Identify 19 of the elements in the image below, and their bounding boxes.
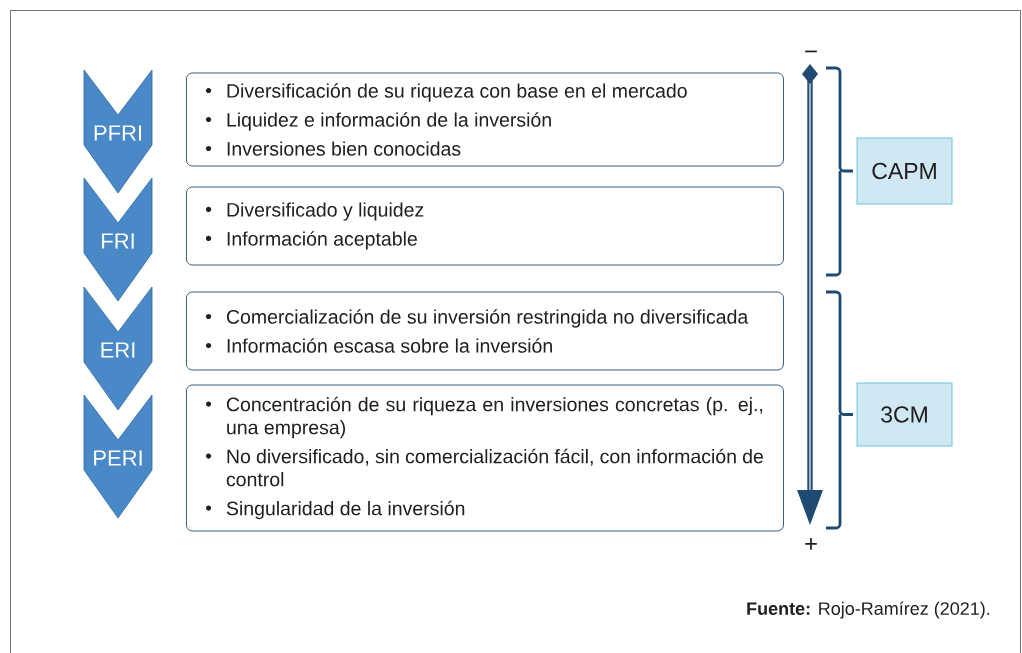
bullet-point: Singularidad de la inversión [226,500,465,520]
model-box: 3CM [856,382,953,447]
scale-sign: − [805,50,817,53]
source-note: Fuente: Rojo-Ramírez (2021). [747,601,990,619]
text-box [186,186,784,266]
model-box: CAPM [856,137,953,205]
bullet-point: Concentración de su riqueza en inversiones concretas (p. ej., una empresa) [226,396,763,439]
bullet-point: Inversiones bien conocidas [227,141,461,156]
bullet-point: Diversificado y liquidez [227,202,424,221]
bullet-point: Diversificación de su riqueza con base en el mercado [227,83,687,102]
bullet-point: Información escasa sobre la inversión [227,338,552,353]
scale-sign: + [805,538,817,550]
text-box [186,291,784,371]
bullet-point: Información aceptable [227,231,417,250]
bullet-point: Liquidez e información de la inversión [227,112,551,131]
text-box [186,384,784,532]
bullet-point: Comercialización de su inversión restringida no diversificada [226,309,749,328]
text-box [186,72,784,167]
bullet-point: No diversificado, sin comercialización fácil, con información de control [226,448,763,487]
